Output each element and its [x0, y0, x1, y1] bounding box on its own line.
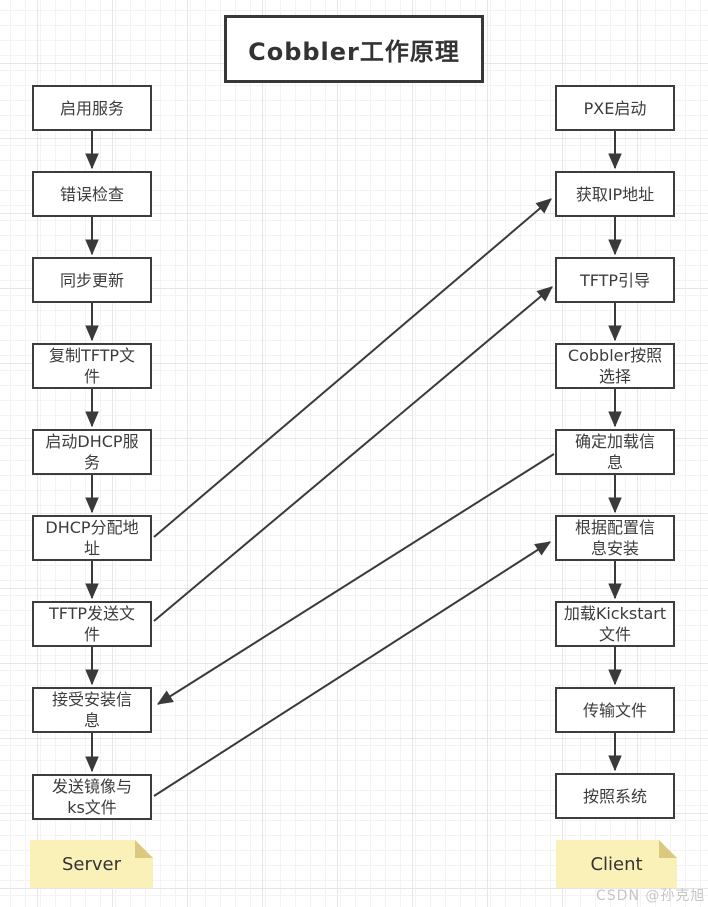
node-label: DHCP分配地 址 — [45, 518, 139, 558]
node-label: 启动DHCP服 务 — [45, 432, 139, 472]
node-label: 加载Kickstart 文件 — [563, 604, 667, 644]
node-label: 复制TFTP文 件 — [48, 346, 136, 386]
client-note: Client — [556, 840, 677, 888]
diagram-title-box: Cobbler工作原理 — [224, 15, 484, 83]
cross-connector-send-image-to-install-config — [153, 541, 550, 797]
node-label: 接受安装信 息 — [51, 690, 132, 730]
flow-node-tftp-send-files: TFTP发送文 件 — [32, 601, 152, 647]
node-label: TFTP发送文 件 — [48, 604, 136, 644]
flow-node-transfer-files: 传输文件 — [555, 687, 675, 733]
client-note-label: Client — [590, 853, 643, 875]
node-label: TFTP引导 — [579, 270, 651, 290]
node-label: Cobbler按照 选择 — [567, 346, 663, 386]
node-label: 传输文件 — [582, 700, 647, 720]
diagram-title: Cobbler工作原理 — [248, 37, 460, 66]
node-label: 发送镜像与 ks文件 — [51, 777, 132, 817]
node-label: 按照系统 — [582, 786, 647, 806]
flow-node-install-by-config: 根据配置信 息安装 — [555, 515, 675, 561]
node-label: 启用服务 — [59, 98, 124, 118]
node-label: 根据配置信 息安装 — [574, 518, 655, 558]
flow-node-cobbler-selection: Cobbler按照 选择 — [555, 343, 675, 389]
server-note: Server — [30, 840, 153, 888]
node-label: PXE启动 — [583, 98, 647, 118]
flow-node-get-ip-address: 获取IP地址 — [555, 171, 675, 217]
sticky-note-shape — [30, 840, 153, 888]
cross-connector-tftp-send-to-tftp-boot — [153, 287, 552, 622]
node-label: 确定加载信 息 — [574, 432, 655, 472]
flow-node-receive-install-info: 接受安装信 息 — [32, 687, 152, 733]
flow-node-confirm-load-info: 确定加载信 息 — [555, 429, 675, 475]
flow-node-send-image-ks-files: 发送镜像与 ks文件 — [32, 774, 152, 820]
flow-node-copy-tftp-files: 复制TFTP文 件 — [32, 343, 152, 389]
sticky-note-shape — [556, 840, 677, 888]
node-label: 错误检查 — [59, 184, 124, 204]
flow-node-pxe-boot: PXE启动 — [555, 85, 675, 131]
node-label: 获取IP地址 — [575, 184, 655, 204]
node-label: 同步更新 — [59, 270, 124, 290]
cross-connector-confirm-load-to-receive-info — [158, 453, 555, 705]
flow-node-load-kickstart-file: 加载Kickstart 文件 — [555, 601, 675, 647]
flow-node-tftp-boot: TFTP引导 — [555, 257, 675, 303]
server-note-label: Server — [61, 853, 122, 875]
csdn-watermark: CSDN @孙克旭 — [596, 888, 706, 904]
flow-node-error-check: 错误检查 — [32, 171, 152, 217]
flow-node-dhcp-assign-address: DHCP分配地 址 — [32, 515, 152, 561]
flow-node-sync-update: 同步更新 — [32, 257, 152, 303]
flow-node-install-system: 按照系统 — [555, 773, 675, 819]
cross-connector-dhcp-assign-to-get-ip — [153, 199, 551, 538]
flow-node-enable-service: 启用服务 — [32, 85, 152, 131]
flow-node-start-dhcp-service: 启动DHCP服 务 — [32, 429, 152, 475]
